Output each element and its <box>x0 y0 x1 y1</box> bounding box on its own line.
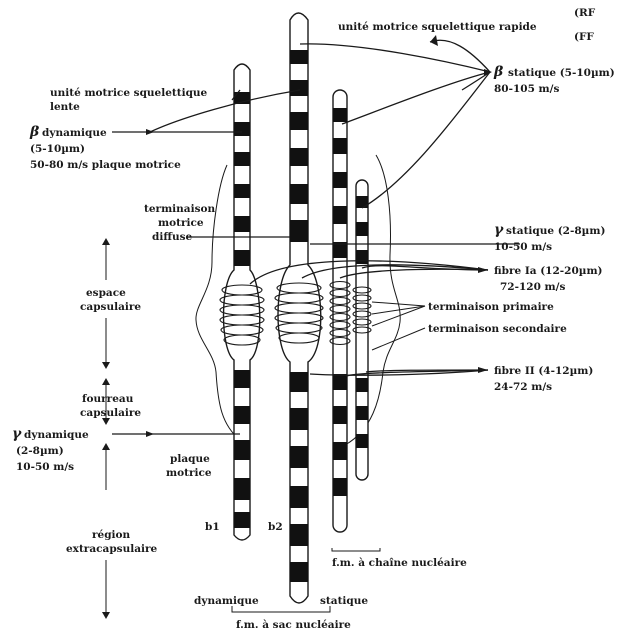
label-plaque-2: motrice <box>166 467 212 479</box>
label-region-1: région <box>92 529 131 541</box>
label-fibre-2: fibre II (4-12µm) <box>494 365 593 377</box>
label-term-diffuse-1: terminaison <box>144 203 216 215</box>
label-beta-dyn-speed: 50-80 m/s plaque motrice <box>30 159 181 171</box>
label-fibre-1a-speed: 72-120 m/s <box>500 281 565 293</box>
label-term-diffuse-2: motrice <box>158 217 204 229</box>
fiber-b2 <box>278 13 321 603</box>
label-chaine: f.m. à chaîne nucléaire <box>332 557 467 569</box>
label-sac: f.m. à sac nucléaire <box>236 619 351 631</box>
label-gamma-stat-greek: γ <box>494 222 504 238</box>
label-gamma-dyn: dynamique <box>24 429 89 441</box>
label-beta-dyn-greek: β <box>29 124 40 140</box>
label-b2: b2 <box>268 521 283 533</box>
label-dynamique: dynamique <box>194 595 259 607</box>
label-fibre-2-speed: 24-72 m/s <box>494 381 552 393</box>
label-lente-1: unité motrice squelettique <box>50 87 208 99</box>
label-term-secondaire: terminaison secondaire <box>428 323 567 335</box>
label-rapide: unité motrice squelettique rapide <box>338 21 537 33</box>
label-gamma-stat-speed: 10-50 m/s <box>494 241 552 253</box>
label-fourreau-2: capsulaire <box>80 407 141 419</box>
label-gamma-dyn-size: (2-8µm) <box>16 445 64 457</box>
label-region-2: extracapsulaire <box>66 543 158 555</box>
label-b1: b1 <box>205 521 220 533</box>
label-beta-stat: statique (5-10µm) <box>508 67 615 79</box>
label-rapide-rf: (RF <box>574 7 596 19</box>
label-lente-2: lente <box>50 101 80 113</box>
label-term-diffuse-3: diffuse <box>152 231 192 243</box>
label-statique: statique <box>320 595 368 607</box>
label-espace-1: espace <box>86 287 126 299</box>
label-fibre-1a: fibre Ia (12-20µm) <box>494 265 603 277</box>
label-gamma-dyn-speed: 10-50 m/s <box>16 461 74 473</box>
label-rapide-ff: (FF <box>574 31 594 43</box>
chain-fiber-1 <box>333 90 347 532</box>
label-beta-dyn: dynamique <box>42 127 107 139</box>
fiber-b1 <box>224 64 260 540</box>
label-gamma-stat: statique (2-8µm) <box>506 225 605 237</box>
label-gamma-dyn-greek: γ <box>12 426 22 442</box>
chain-fiber-2 <box>356 180 368 480</box>
label-espace-2: capsulaire <box>80 301 141 313</box>
label-beta-dyn-size: (5-10µm) <box>30 143 85 155</box>
label-beta-stat-speed: 80-105 m/s <box>494 83 559 95</box>
label-plaque-1: plaque <box>170 453 210 465</box>
label-fourreau-1: fourreau <box>82 393 134 405</box>
label-term-primaire: terminaison primaire <box>428 301 554 313</box>
label-beta-stat-greek: β <box>493 64 504 80</box>
